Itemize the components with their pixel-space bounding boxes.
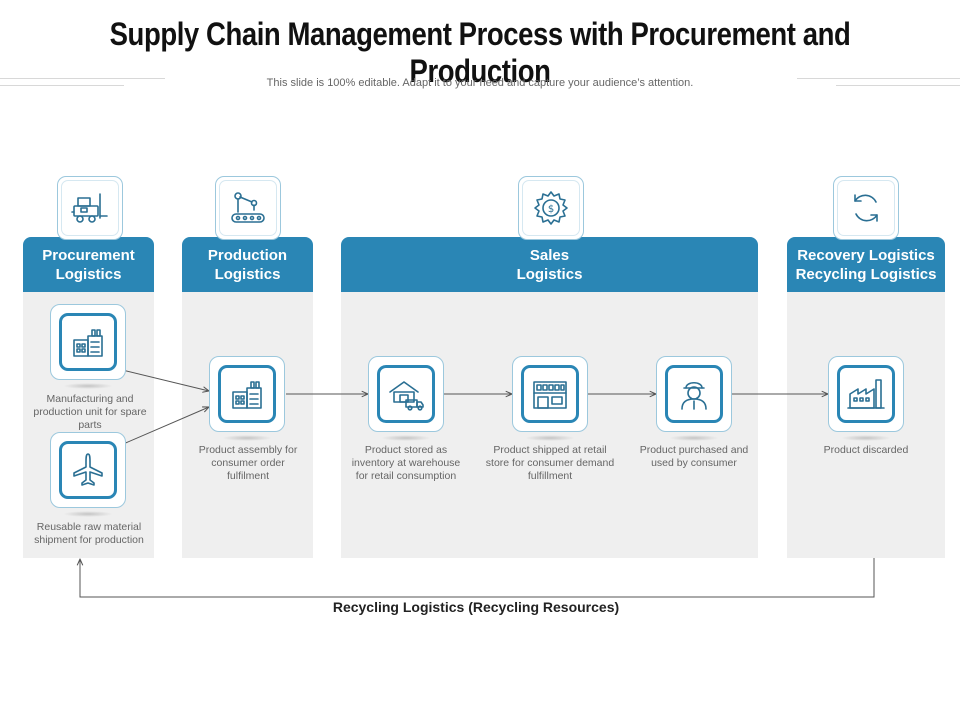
node-caption: Product assembly for consumer order fulf… <box>198 444 298 482</box>
recycling-label: Recycling Logistics (Recycling Resources… <box>332 599 620 615</box>
node-caption: Reusable raw material shipment for produ… <box>34 521 144 546</box>
node-raw-material-shipment <box>50 432 126 508</box>
node-shadow <box>525 435 575 441</box>
stage-icon-box-sales: $ <box>518 176 584 240</box>
node-shadow <box>222 435 272 441</box>
factory-icon <box>232 381 262 409</box>
node-caption: Product discarded <box>823 444 909 456</box>
factory-icon <box>73 329 103 357</box>
stage-header-production: Production Logistics <box>182 237 313 292</box>
title-divider-left <box>0 78 165 79</box>
node-shadow <box>841 435 891 441</box>
consumer-icon <box>681 381 707 410</box>
stage-header-line1: Sales <box>529 246 570 264</box>
node-caption: Product shipped at retail store for cons… <box>485 444 615 482</box>
node-manufacturing-unit <box>50 304 126 380</box>
stage-header-line2: Logistics <box>516 265 583 283</box>
node-shadow <box>381 435 431 441</box>
title-divider-right-2 <box>836 85 960 86</box>
node-caption: Manufacturing and production unit for sp… <box>33 393 147 431</box>
gear-dollar-icon: $ <box>534 191 568 225</box>
node-shadow <box>63 383 113 389</box>
stage-header-line2: Logistics <box>214 265 281 283</box>
factory-chimney-icon <box>847 379 885 409</box>
stage-header-line2: Logistics <box>55 265 122 283</box>
recycling-return-line <box>80 558 875 598</box>
stage-header-sales: Sales Logistics <box>341 237 758 292</box>
node-caption: Product stored as inventory at warehouse… <box>351 444 461 482</box>
stage-header-line2: Recycling Logistics <box>795 265 937 283</box>
stage-icon-box-recovery <box>833 176 899 240</box>
stage-header-recovery: Recovery Logistics Recycling Logistics <box>787 237 945 292</box>
node-product-discarded <box>828 356 904 432</box>
warehouse-truck-icon <box>389 381 424 411</box>
stage-header-procurement: Procurement Logistics <box>23 237 154 292</box>
title-divider-right <box>797 78 960 79</box>
airplane-icon <box>73 453 103 486</box>
node-shadow <box>63 511 113 517</box>
stage-icon-box-production <box>215 176 281 240</box>
robotic-arm-conveyor-icon <box>231 192 265 223</box>
forklift-icon <box>71 193 108 223</box>
node-retail-store <box>512 356 588 432</box>
node-warehouse-inventory <box>368 356 444 432</box>
subtitle: This slide is 100% editable. Adapt it to… <box>266 77 694 89</box>
svg-text:$: $ <box>548 204 554 215</box>
stage-header-line1: Procurement <box>42 246 135 264</box>
title-divider-left-2 <box>0 85 124 86</box>
node-product-assembly <box>209 356 285 432</box>
node-consumer <box>656 356 732 432</box>
page-title: Supply Chain Management Process with Pro… <box>109 16 851 89</box>
stage-header-line1: Production <box>207 246 288 264</box>
stage-icon-box-procurement <box>57 176 123 240</box>
refresh-cycle-icon <box>854 194 878 222</box>
node-caption: Product purchased and used by consumer <box>639 444 749 469</box>
retail-store-icon <box>533 381 567 409</box>
node-shadow <box>669 435 719 441</box>
stage-header-line1: Recovery Logistics <box>797 246 935 264</box>
